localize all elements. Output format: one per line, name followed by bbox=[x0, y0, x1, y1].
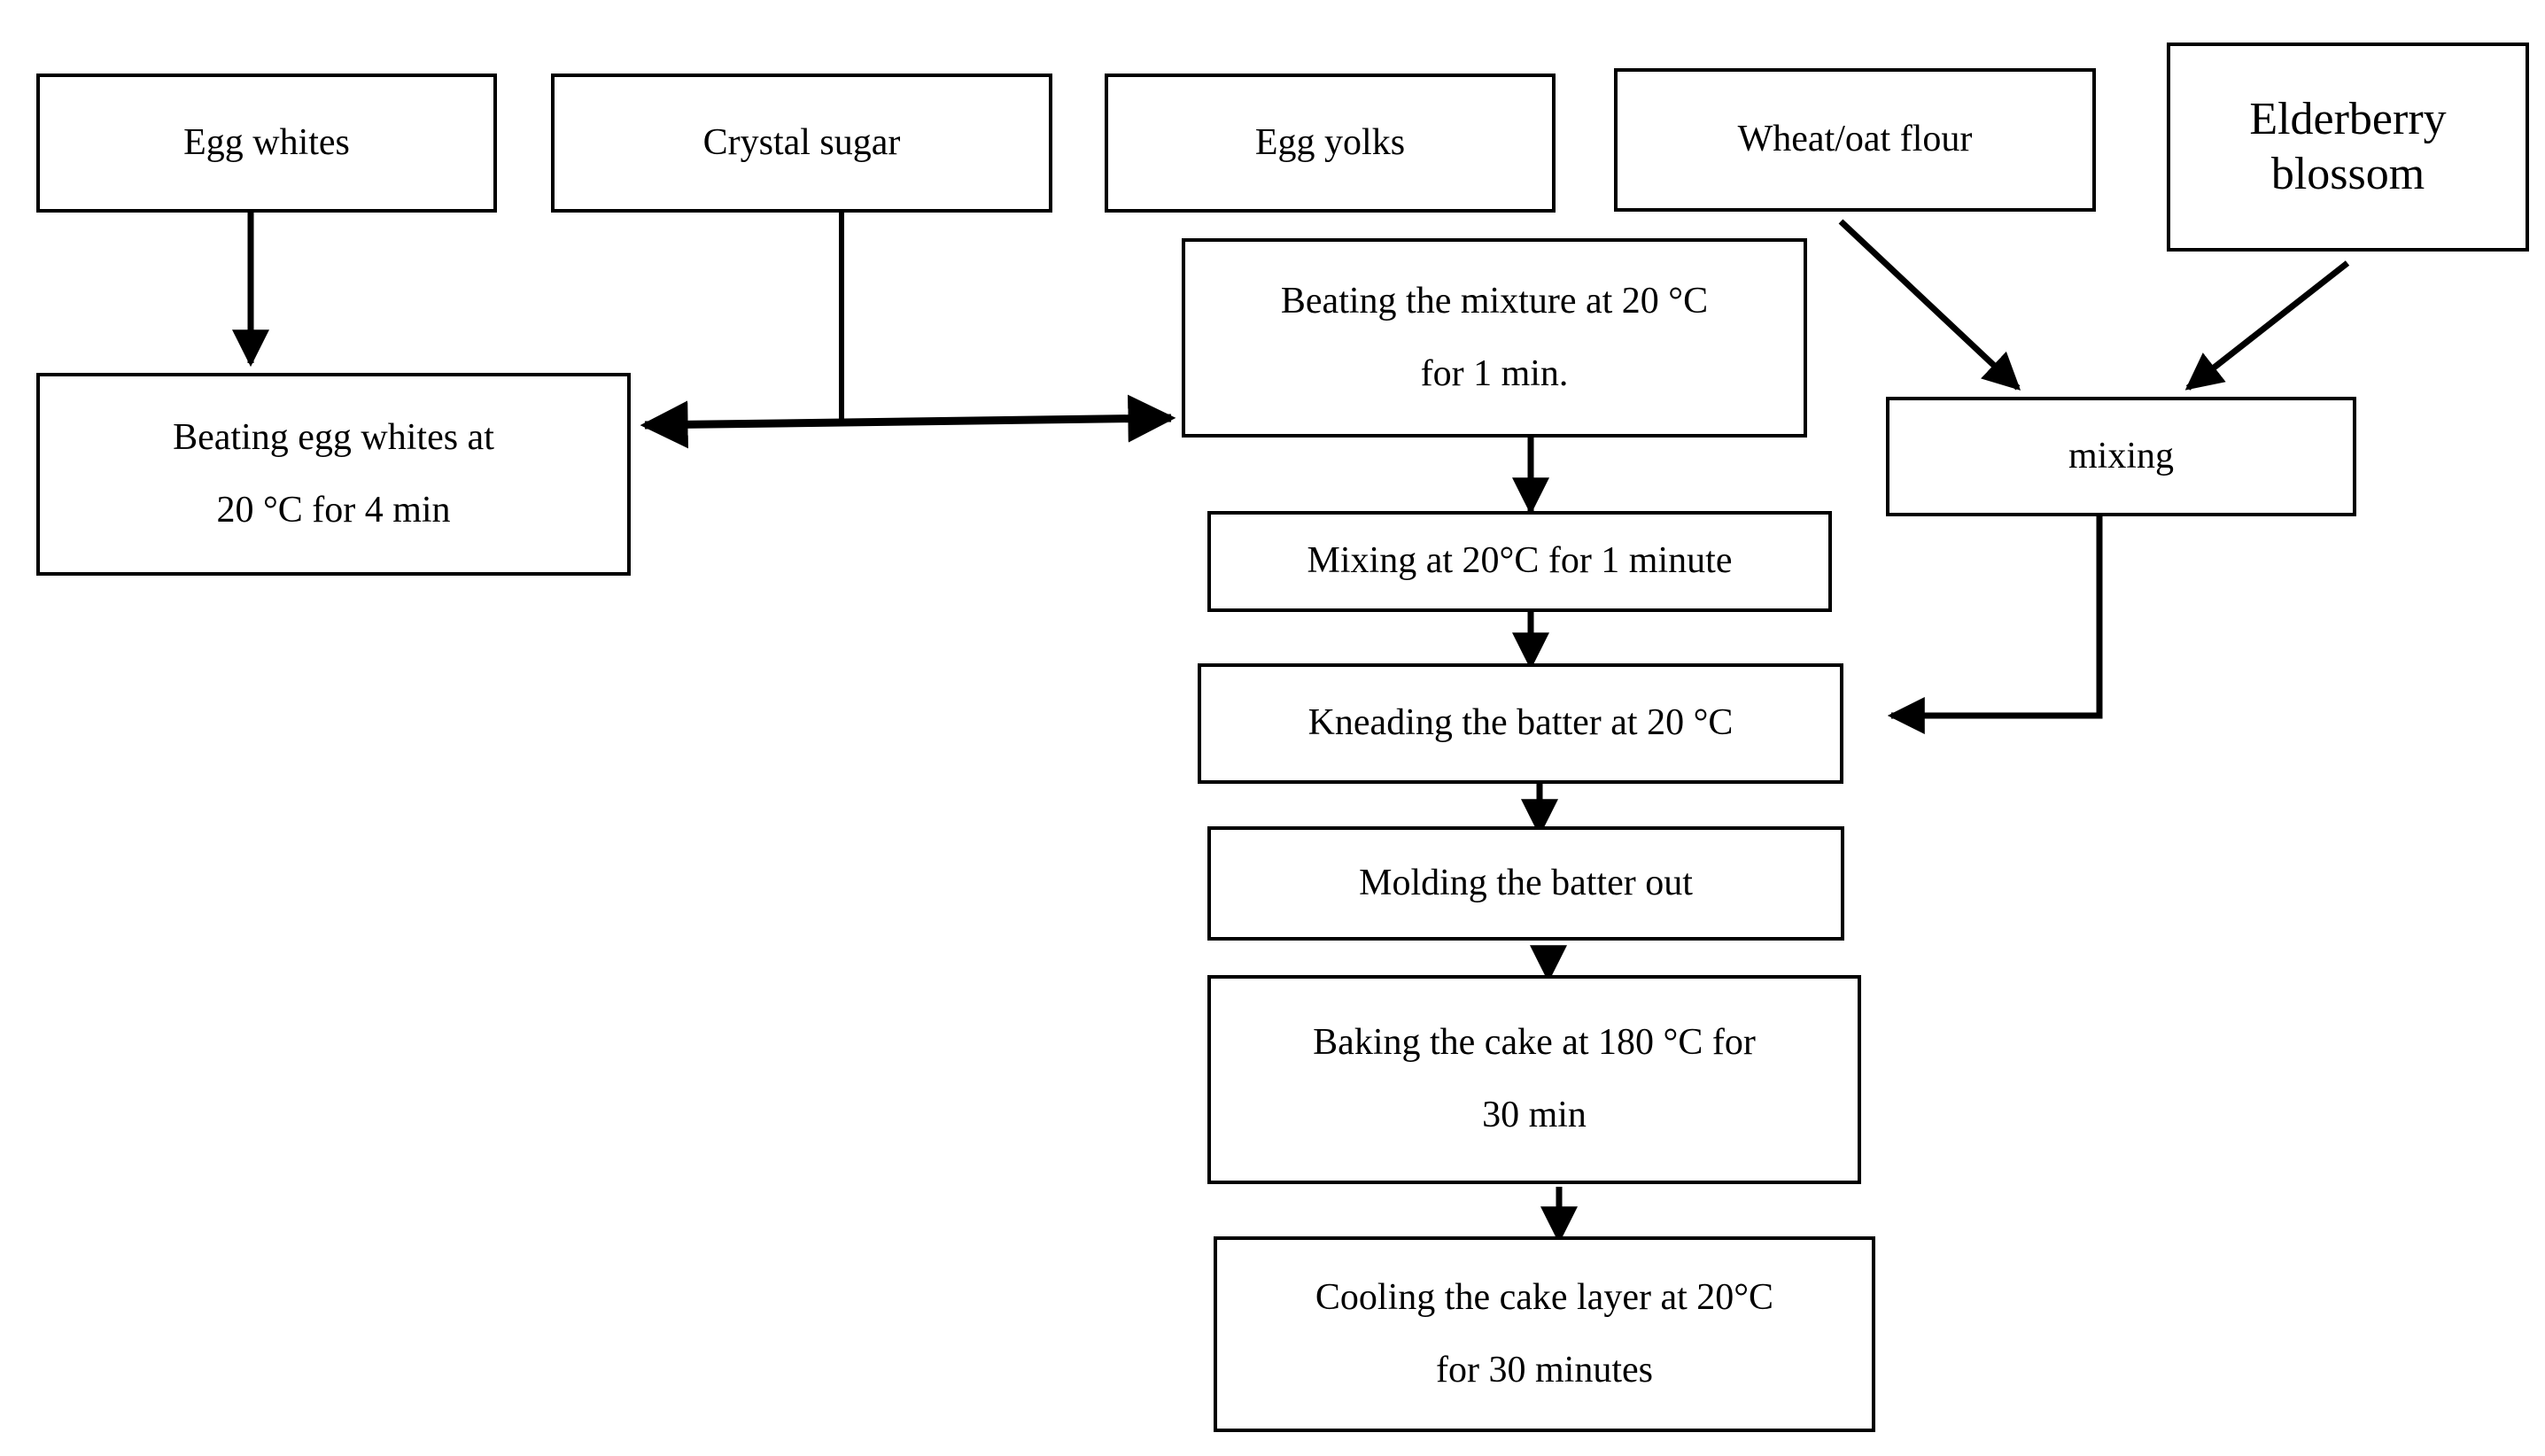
node-cooling[interactable]: Cooling the cake layer at 20°C for 30 min… bbox=[1214, 1236, 1875, 1432]
node-mixing-label-line-0: mixing bbox=[2068, 435, 2174, 476]
node-beating-mixture-label-line-1: for 1 min. bbox=[1420, 352, 1569, 394]
node-molding-label-line-0: Molding the batter out bbox=[1359, 862, 1693, 903]
connector-elderberry-to-mixing bbox=[2184, 260, 2350, 391]
node-kneading-label-line-0: Kneading the batter at 20 °C bbox=[1307, 702, 1734, 744]
node-elderberry-label-line-1: blossom bbox=[2270, 149, 2425, 199]
node-beating-mixture-label-line-0: Beating the mixture at 20 °C bbox=[1280, 280, 1709, 321]
node-beating-whites-label-line-1: 20 °C for 4 min bbox=[216, 489, 451, 531]
node-cooling-label-line-1: for 30 minutes bbox=[1436, 1349, 1653, 1390]
node-molding[interactable]: Molding the batter out bbox=[1207, 826, 1844, 941]
node-mixing[interactable]: mixing bbox=[1886, 397, 2356, 516]
node-egg-yolks[interactable]: Egg yolks bbox=[1105, 74, 1556, 213]
connector-double-headed-arrow bbox=[640, 394, 1176, 449]
node-cooling-label-line-0: Cooling the cake layer at 20°C bbox=[1315, 1276, 1774, 1318]
node-wheat-oat-flour[interactable]: Wheat/oat flour bbox=[1614, 68, 2096, 212]
node-baking-label-line-0: Baking the cake at 180 °C for bbox=[1313, 1022, 1756, 1064]
node-crystal-sugar-label-line-0: Crystal sugar bbox=[702, 121, 901, 163]
node-crystal-sugar[interactable]: Crystal sugar bbox=[551, 74, 1052, 213]
node-mixing-1min-label-line-0: Mixing at 20°C for 1 minute bbox=[1307, 540, 1733, 582]
node-elderberry-label-line-0: Elderberry bbox=[2249, 93, 2447, 144]
node-egg-yolks-label-line-0: Egg yolks bbox=[1254, 121, 1406, 163]
node-beating-whites-label-line-0: Beating egg whites at bbox=[173, 416, 494, 458]
node-beating-whites[interactable]: Beating egg whites at 20 °C for 4 min bbox=[36, 373, 631, 576]
node-mixing-1min[interactable]: Mixing at 20°C for 1 minute bbox=[1207, 511, 1832, 612]
node-baking[interactable]: Baking the cake at 180 °C for 30 min bbox=[1207, 975, 1861, 1184]
node-kneading[interactable]: Kneading the batter at 20 °C bbox=[1198, 663, 1843, 784]
node-beating-mixture[interactable]: Beating the mixture at 20 °C for 1 min. bbox=[1182, 238, 1807, 438]
node-wheat-oat-flour-label-line-0: Wheat/oat flour bbox=[1737, 119, 1973, 160]
connector-mixing-to-kneading bbox=[1887, 516, 2103, 734]
node-egg-whites-label-line-0: Egg whites bbox=[183, 121, 350, 163]
node-baking-label-line-1: 30 min bbox=[1482, 1095, 1587, 1135]
node-egg-whites[interactable]: Egg whites bbox=[36, 74, 497, 213]
connector-flour-to-mixing bbox=[1838, 219, 2021, 391]
